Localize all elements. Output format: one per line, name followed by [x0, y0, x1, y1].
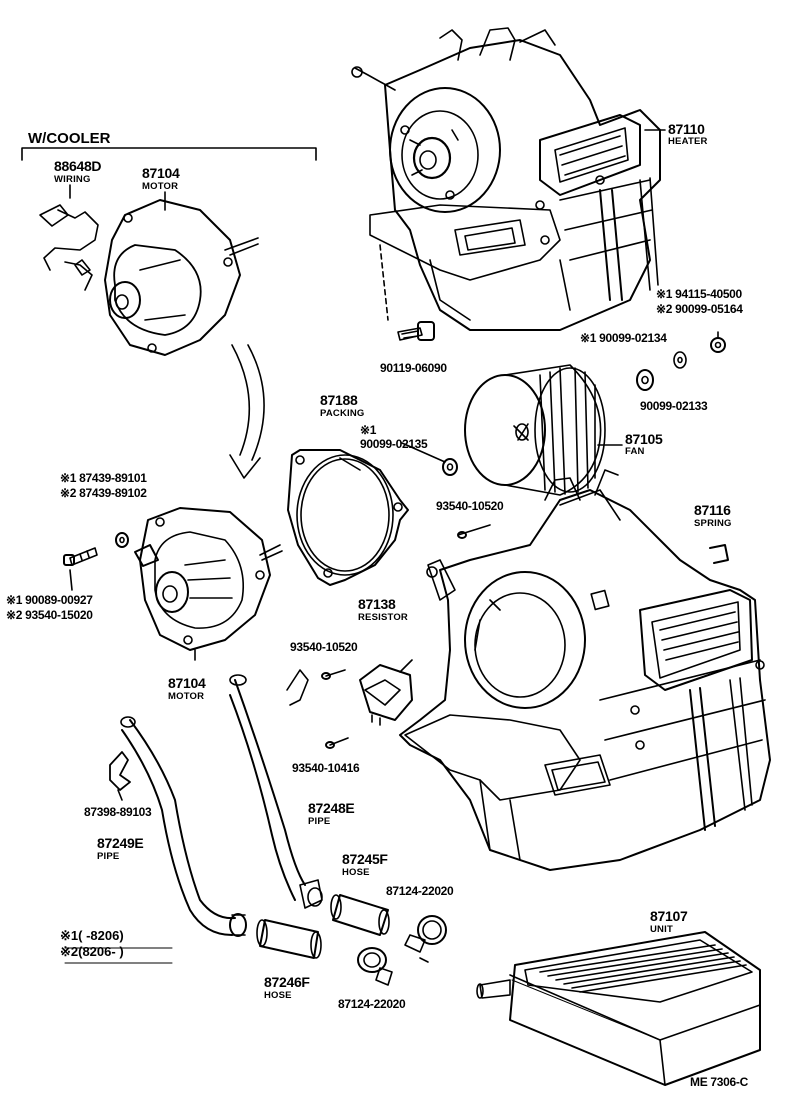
screw-resistor-number: 93540-10520 — [290, 640, 358, 654]
screw-top-drawing — [457, 524, 491, 539]
motor-bottom-name: MOTOR — [168, 691, 205, 702]
unit-name: UNIT — [650, 924, 673, 935]
hose-246f-name: HOSE — [264, 990, 292, 1001]
fan-drawing — [464, 364, 623, 496]
bolt-drawing — [397, 321, 435, 341]
clip-drawings — [357, 915, 447, 986]
nut-drawing — [710, 331, 726, 353]
bolt-number: 90119-06090 — [380, 361, 447, 375]
hose-246f-number: 87246F — [264, 974, 310, 990]
clamp-number: 87398-89103 — [84, 805, 152, 819]
pipe-249e-name: PIPE — [97, 851, 120, 862]
washer-c-marker: ※1 — [360, 423, 377, 437]
nut-number-2: ※2 90099-05164 — [656, 302, 743, 316]
spring-name: SPRING — [694, 518, 732, 529]
pipe-248e-name: PIPE — [308, 816, 331, 827]
clamp-drawing — [109, 751, 131, 801]
wiring-name: WIRING — [54, 174, 91, 185]
grommet-drawing — [115, 532, 129, 548]
screw-top-number: 93540-10520 — [436, 499, 504, 513]
motor-bottom-drawing — [134, 507, 283, 661]
heater-case-drawing — [399, 469, 771, 871]
spring-number: 87116 — [694, 502, 731, 518]
washer-c-number: 90099-02135 — [360, 437, 428, 451]
packing-name: PACKING — [320, 408, 365, 419]
motor-top-name: MOTOR — [142, 181, 179, 192]
heater-assembly-drawing — [351, 27, 666, 331]
motor-top-number: 87104 — [142, 165, 180, 181]
heater-number: 87110 — [668, 121, 705, 137]
packing-drawing — [287, 449, 409, 586]
resistor-name: RESISTOR — [358, 612, 408, 623]
resistor-drawing — [286, 659, 413, 749]
hose-245f-name: HOSE — [342, 867, 370, 878]
clip-b-number: 87124-22020 — [338, 997, 406, 1011]
clip-a-number: 87124-22020 — [386, 884, 454, 898]
grommet-number-1: ※1 87439-89101 — [60, 471, 147, 485]
grommet-number-2: ※2 87439-89102 — [60, 486, 147, 500]
legend-row-2: ※2(8206- ) — [60, 944, 124, 959]
washer-a-number: ※1 90099-02134 — [580, 331, 667, 345]
nut-number-1: ※1 94115-40500 — [656, 287, 742, 301]
spring-drawing — [709, 544, 729, 564]
unit-number: 87107 — [650, 908, 688, 924]
pipe-249e-drawing — [120, 716, 247, 937]
packing-number: 87188 — [320, 392, 358, 408]
motor-bottom-number: 87104 — [168, 675, 206, 691]
cooler-bracket — [21, 147, 317, 161]
motor-top-drawing — [39, 184, 259, 356]
hose-245f-drawing — [330, 894, 390, 936]
pipe-248e-number: 87248E — [308, 800, 355, 816]
fan-name: FAN — [625, 446, 645, 457]
heater-name: HEATER — [668, 136, 708, 147]
washer-b-number: 90099-02133 — [640, 399, 708, 413]
arrow-drawing — [229, 344, 265, 479]
washer-drawings — [401, 351, 687, 476]
pipe-248e-drawing — [229, 674, 323, 909]
bolt-927-number-2: ※2 93540-15020 — [6, 608, 93, 622]
bolt-927-drawing — [63, 547, 98, 591]
resistor-number: 87138 — [358, 596, 396, 612]
fan-number: 87105 — [625, 431, 663, 447]
legend-row-1: ※1( -8206) — [60, 928, 124, 943]
cooler-header: W/COOLER — [28, 130, 111, 147]
pipe-249e-number: 87249E — [97, 835, 144, 851]
unit-drawing — [476, 931, 761, 1086]
screw-416-number: 93540-10416 — [292, 761, 360, 775]
hose-246f-drawing — [256, 919, 322, 959]
bolt-927-number-1: ※1 90089-00927 — [6, 593, 93, 607]
wiring-number: 88648D — [54, 158, 102, 174]
diagram-code: ME 7306-C — [690, 1075, 748, 1089]
hose-245f-number: 87245F — [342, 851, 388, 867]
legend-underlines — [64, 947, 173, 964]
